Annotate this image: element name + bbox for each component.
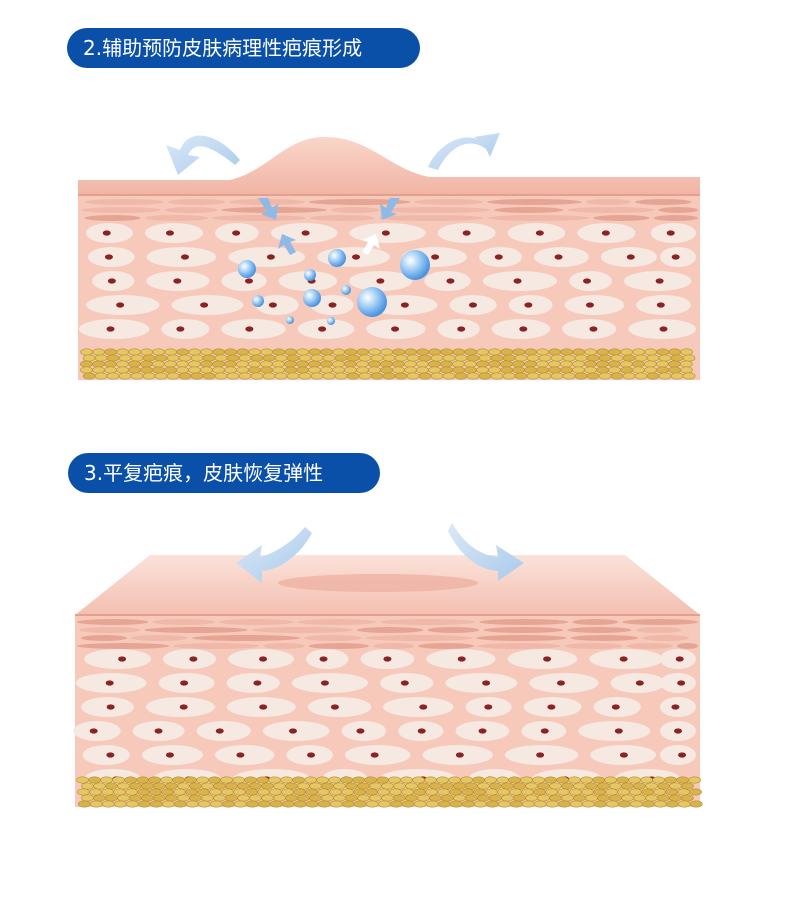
epidermis-layer <box>81 199 698 221</box>
fat-layer <box>76 776 703 808</box>
outward-arrow-left-icon <box>166 135 240 175</box>
penetration-arrows <box>258 198 400 255</box>
skin-diagram-scar-smoothed <box>73 523 703 808</box>
section-3-title: 3.平复疤痕，皮肤恢复弹性 <box>68 453 380 493</box>
skin-diagram-scar-prevention <box>78 133 700 380</box>
section-2-title: 2.辅助预防皮肤病理性疤痕形成 <box>67 28 420 68</box>
outward-arrow-right-icon <box>448 523 524 581</box>
dermis-cells <box>78 223 696 339</box>
epidermis-layer <box>77 619 698 649</box>
outward-arrow-right-icon <box>428 133 500 170</box>
outward-arrow-left-icon <box>236 527 312 583</box>
fat-layer <box>80 348 696 380</box>
serum-bubbles <box>238 249 430 325</box>
